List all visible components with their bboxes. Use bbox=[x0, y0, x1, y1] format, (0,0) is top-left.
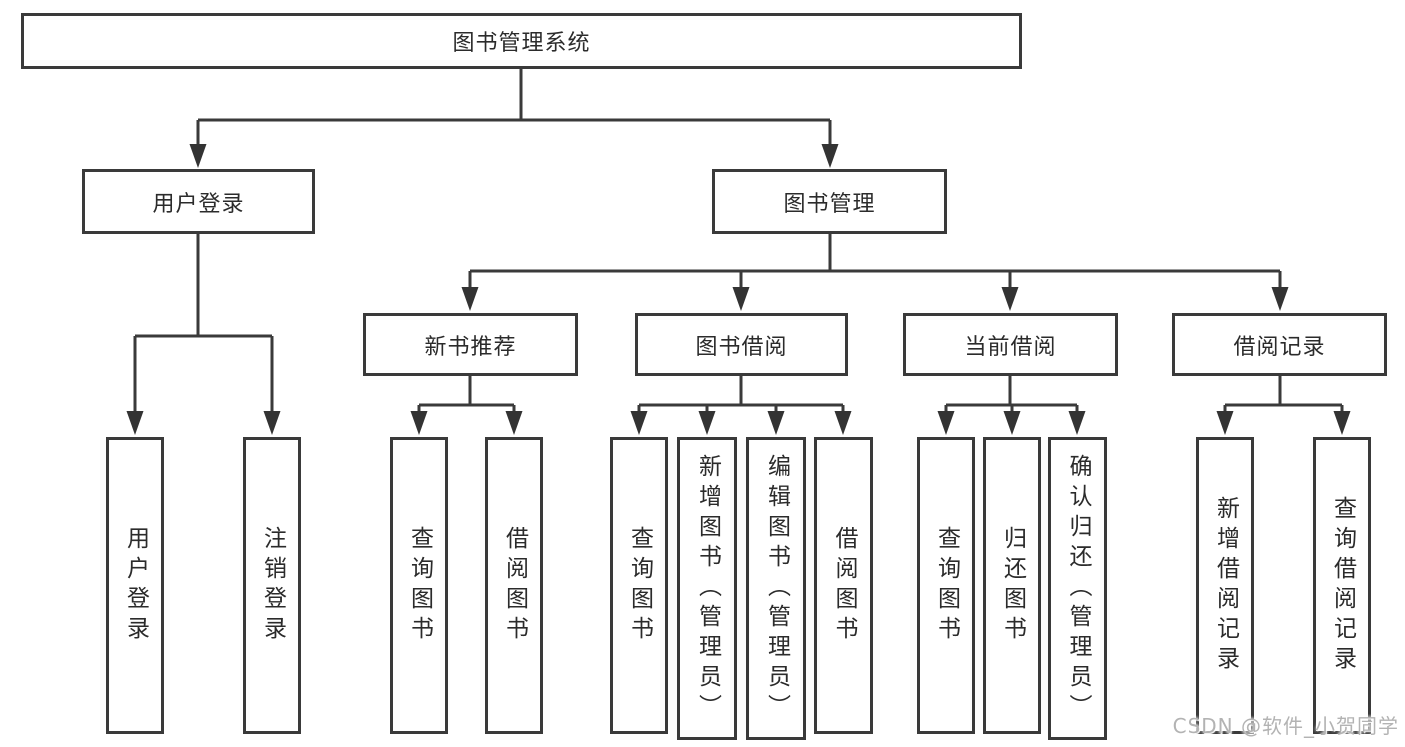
leaf-borrow-books-borrowing: 借阅图书 bbox=[814, 437, 873, 734]
leaf-query-books-current: 查询图书 bbox=[917, 437, 975, 734]
leaf-label: 新增借阅记录 bbox=[1212, 495, 1239, 676]
connector-root-to-level2 bbox=[196, 69, 832, 144]
leaf-add-borrow-record: 新增借阅记录 bbox=[1196, 437, 1254, 734]
leaf-user-login: 用户登录 bbox=[106, 437, 164, 734]
node-current-borrowing: 当前借阅 bbox=[903, 313, 1118, 376]
leaf-add-book-admin: 新增图书（管理员） bbox=[677, 437, 737, 740]
node-borrowing-records: 借阅记录 bbox=[1172, 313, 1387, 376]
node-library-management-system: 图书管理系统 bbox=[21, 13, 1022, 69]
leaf-label: 归还图书 bbox=[999, 525, 1026, 646]
connector-borrow-records-branch bbox=[1223, 376, 1344, 413]
leaf-label: 注销登录 bbox=[259, 525, 286, 646]
leaf-label: 编辑图书（管理员） bbox=[763, 453, 790, 724]
connector-current-borrow-branch bbox=[944, 376, 1079, 413]
node-user-login: 用户登录 bbox=[82, 169, 315, 234]
node-book-management: 图书管理 bbox=[712, 169, 947, 234]
connector-book-borrow-branch bbox=[637, 376, 845, 413]
leaf-edit-book-admin: 编辑图书（管理员） bbox=[746, 437, 806, 740]
csdn-watermark: CSDN @软件_小贺同学 bbox=[1172, 714, 1399, 738]
connector-user-login-branch bbox=[133, 233, 274, 413]
leaf-borrow-books-recommend: 借阅图书 bbox=[485, 437, 543, 734]
leaf-query-borrow-record: 查询借阅记录 bbox=[1313, 437, 1371, 734]
leaf-label: 用户登录 bbox=[122, 525, 149, 646]
leaf-label: 确认归还（管理员） bbox=[1065, 453, 1091, 724]
leaf-query-books-recommend: 查询图书 bbox=[390, 437, 448, 734]
leaf-label: 借阅图书 bbox=[501, 525, 528, 646]
connector-new-book-branch bbox=[417, 376, 516, 413]
leaf-label: 新增图书（管理员） bbox=[694, 453, 721, 724]
leaf-label: 借阅图书 bbox=[831, 525, 857, 646]
connector-book-management-to-level3 bbox=[468, 233, 1282, 289]
leaf-label: 查询图书 bbox=[933, 525, 960, 646]
leaf-label: 查询图书 bbox=[406, 525, 433, 646]
leaf-confirm-return-admin: 确认归还（管理员） bbox=[1048, 437, 1107, 740]
node-book-borrowing: 图书借阅 bbox=[635, 313, 848, 376]
leaf-return-book: 归还图书 bbox=[983, 437, 1041, 734]
leaf-query-books-borrowing: 查询图书 bbox=[610, 437, 668, 734]
leaf-logout: 注销登录 bbox=[243, 437, 301, 734]
leaf-label: 查询图书 bbox=[626, 525, 653, 646]
leaf-label: 查询借阅记录 bbox=[1329, 495, 1356, 676]
node-new-book-recommend: 新书推荐 bbox=[363, 313, 578, 376]
